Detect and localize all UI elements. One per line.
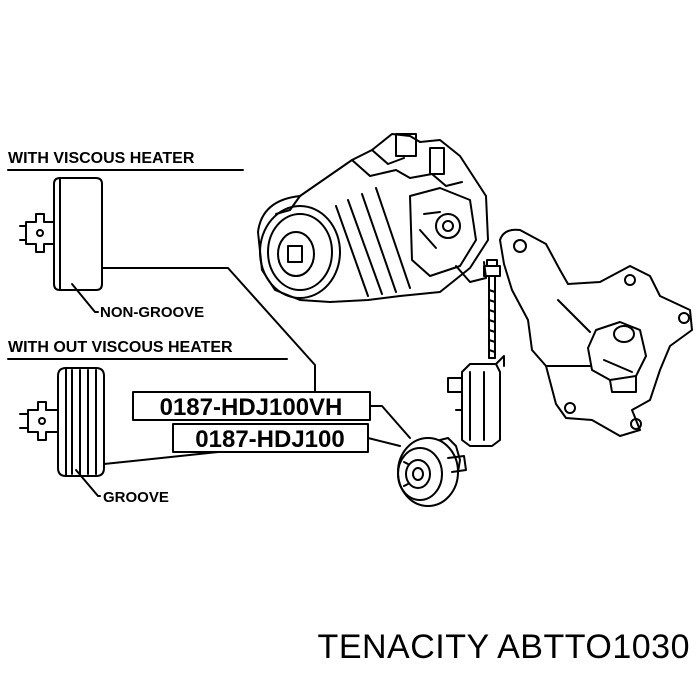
tensioner-slide	[447, 355, 505, 447]
non-groove-pulley	[19, 177, 103, 291]
groove-pulley	[19, 367, 105, 477]
mounting-bolt	[483, 259, 501, 359]
part-number-vh: 0187-HDJ100VH	[160, 394, 343, 421]
groove-leader	[75, 469, 101, 497]
idler-pulley	[397, 437, 467, 507]
compressor-bracket	[499, 228, 693, 437]
vh-box-to-idler-leader	[369, 405, 411, 439]
part-number: 0187-HDJ100	[195, 426, 344, 453]
non-groove-leader	[71, 283, 99, 313]
ac-compressor	[257, 133, 489, 303]
groove-label: GROOVE	[103, 489, 169, 506]
heading-with-viscous-heater: WITH VISCOUS HEATER	[8, 150, 195, 167]
box-to-idler-leader	[367, 437, 401, 447]
heading-without-viscous-heater: WITH OUT VISCOUS HEATER	[8, 339, 233, 356]
groove-to-box-leader	[103, 451, 219, 465]
vh-leader	[101, 267, 316, 393]
non-groove-label: NON-GROOVE	[100, 304, 204, 321]
footer-caption: TENACITY ABTTO1030	[317, 628, 690, 666]
